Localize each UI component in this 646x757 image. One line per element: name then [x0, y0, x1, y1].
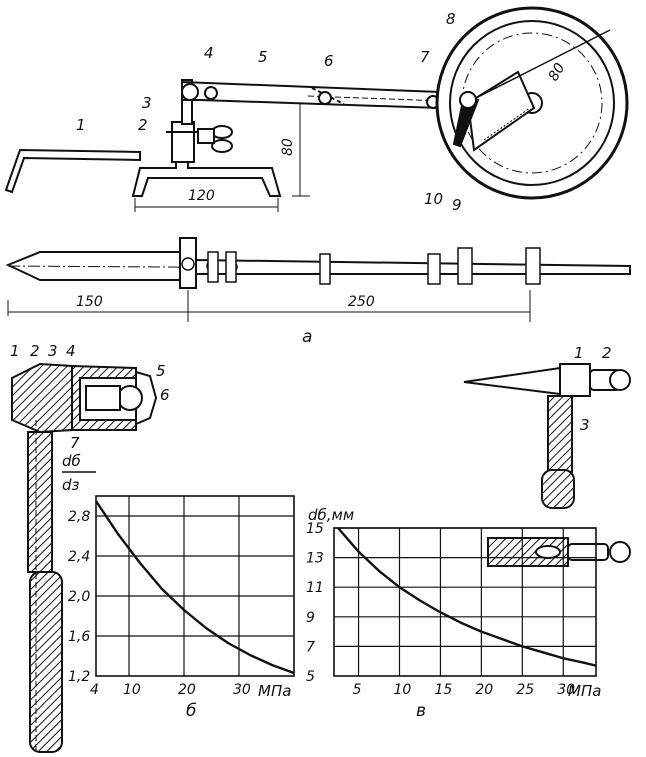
panel-a-plan-labels: 150 250 а: [76, 294, 375, 347]
tool-probe-tip: [463, 366, 561, 396]
panel-label-a: а: [302, 327, 312, 347]
chart-1-ytick-5: 15: [306, 521, 324, 537]
chart-b-ylabel-num: dб: [62, 452, 81, 470]
chart-1-xtick-1: 10: [394, 682, 412, 698]
callout-9: 9: [452, 196, 462, 214]
chart-0-ytick-1: 1,6: [68, 629, 90, 645]
svg-text:7: 7: [70, 434, 80, 452]
panel-v-callouts: 1 2 3: [574, 344, 612, 434]
chart-b: dб dз МПа б 4 10 20 30 1,2 1,6 2,0 2,4 2,8: [62, 452, 295, 721]
chart-1-curve: [337, 527, 597, 667]
panel-label-b: б: [186, 701, 196, 721]
chart-0-xtick-1: 10: [123, 682, 141, 698]
callout-8: 8: [446, 10, 456, 28]
lever-plan: [195, 258, 631, 275]
probe-needle: [4, 148, 141, 194]
svg-text:2: 2: [602, 344, 612, 362]
section-stem: [27, 431, 53, 573]
chart-0-ytick-4: 2,8: [68, 509, 90, 525]
chart-0-curve: [95, 500, 295, 675]
panel-v-tools: [463, 363, 631, 567]
chart-0-ytick-2: 2,0: [68, 589, 90, 605]
svg-text:4: 4: [66, 342, 76, 360]
svg-text:6: 6: [160, 386, 170, 404]
chart-1-ytick-4: 13: [306, 551, 324, 567]
clamp-block: [171, 121, 195, 163]
chart-b-ylabel-den: dз: [62, 476, 80, 494]
svg-text:5: 5: [156, 362, 166, 380]
svg-text:1: 1: [574, 344, 584, 362]
dim-base-width: 120: [188, 188, 215, 204]
chart-1-ytick-1: 7: [306, 639, 315, 655]
chart-1-xtick-4: 25: [516, 682, 534, 698]
tool-handle: [547, 395, 573, 473]
callout-7: 7: [420, 48, 430, 66]
base-support: [131, 161, 282, 197]
dim-dial: 80: [546, 60, 569, 84]
callout-4: 4: [204, 44, 214, 62]
callout-3: 3: [142, 94, 152, 112]
chart-v: dб,мм МПа в 5 10 15 20 25 30 5 7 9 11 13 15: [306, 506, 601, 721]
chart-0-xtick-0: 4: [90, 682, 99, 698]
chart-0-xtick-2: 20: [178, 682, 196, 698]
callout-6: 6: [324, 52, 334, 70]
chart-1-xtick-3: 20: [475, 682, 493, 698]
chart-1-ytick-0: 5: [306, 669, 315, 685]
section-head: [11, 362, 73, 434]
chart-1-xtick-0: 5: [353, 682, 362, 698]
callout-10: 10: [424, 190, 443, 208]
dial-inner: [449, 20, 615, 186]
panel-a-callouts: 1 2 3 4 5 6 7 8 9 10 120 80 80: [76, 10, 568, 214]
chart-b-xlabel: МПа: [258, 682, 291, 700]
dim-lever-length: 250: [348, 294, 375, 310]
dim-height: 80: [280, 138, 296, 156]
chart-1-xtick-5: 30: [557, 682, 575, 698]
svg-text:1: 1: [10, 342, 20, 360]
chart-1-ytick-2: 9: [306, 610, 315, 626]
chart-0-frame: [95, 495, 295, 677]
chart-1-xtick-2: 15: [434, 682, 452, 698]
chart-0-ytick-3: 2,4: [68, 549, 90, 565]
chart-1-ytick-3: 11: [306, 580, 324, 596]
panel-label-v: в: [416, 701, 426, 721]
section-handle: [29, 571, 63, 753]
panel-a-plan-view: [5, 237, 631, 322]
callout-2: 2: [138, 116, 148, 134]
panel-b-callouts: 1 2 3 4 5 6 7: [10, 342, 170, 452]
chart-v-ylabel: dб,мм: [308, 506, 354, 524]
chart-0-ytick-0: 1,2: [68, 669, 90, 685]
dim-handle-length: 150: [76, 294, 103, 310]
scale-sector: [466, 70, 536, 152]
svg-text:2: 2: [30, 342, 40, 360]
callout-5: 5: [258, 48, 268, 66]
chart-1-frame: [333, 527, 597, 677]
panel-b-section: [11, 362, 158, 753]
lever-arm: [181, 80, 441, 110]
svg-text:3: 3: [580, 416, 590, 434]
svg-text:3: 3: [48, 342, 58, 360]
panel-a-side-view: [4, 6, 629, 212]
chart-0-xtick-3: 30: [233, 682, 251, 698]
chart-v-xlabel: МПа: [568, 682, 601, 700]
callout-1: 1: [76, 116, 86, 134]
